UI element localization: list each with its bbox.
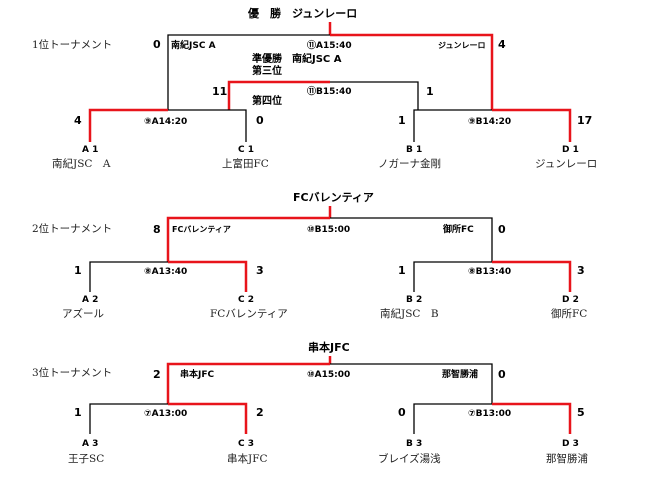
team-slot: C 1 (238, 145, 254, 155)
final-right-branch (330, 363, 493, 404)
tournament-title-2: 2位トーナメント (32, 222, 112, 235)
semi-right-right-score: 17 (577, 114, 592, 127)
final-right-team: 那智勝浦 (442, 368, 478, 380)
team-name: ブレイズ湯浅 (378, 452, 441, 465)
fourth-place-label: 第四位 (252, 94, 282, 107)
tournament-1: 優 勝 ジュンレーロ 1位トーナメント 0 南紀JSC A ⑪A15:40 ジュ… (32, 6, 597, 170)
final-code: ⑩B15:00 (307, 225, 350, 235)
final-left-branch (167, 34, 330, 110)
champion-label-1: 優 勝 ジュンレーロ (247, 6, 357, 20)
team-name: 那智勝浦 (546, 452, 588, 465)
final-right-team: ジュンレーロ (438, 41, 485, 50)
team-name: 御所FC (551, 307, 587, 320)
third-place-label: 第三位 (252, 64, 282, 77)
team-name: 上富田FC (222, 157, 269, 170)
team-name: 南紀JSC B (380, 307, 439, 320)
semi-left-right-score: 3 (256, 264, 264, 277)
semi-right-code: ⑦B13:00 (468, 409, 511, 419)
final-right-team: 御所FC (442, 223, 474, 235)
team-slot: A 2 (82, 295, 98, 305)
final-left-score: 8 (153, 223, 161, 236)
final-code: ⑩A15:00 (307, 370, 350, 380)
final-right-score: 0 (498, 368, 506, 381)
semi-right-right-branch (492, 108, 572, 142)
semi-left-left-branch (88, 108, 168, 142)
semi-left-code: ⑨A14:20 (144, 117, 187, 127)
semi-left-right-branch (168, 402, 248, 434)
team-name: ノガーナ金剛 (378, 157, 441, 170)
team-slot: A 1 (82, 145, 98, 155)
third-match-left-score: 11 (212, 85, 227, 98)
third-match-left-branch (227, 80, 330, 110)
champion-label-2: FCバレンティア (293, 191, 374, 204)
team-name: 王子SC (68, 453, 104, 465)
runner-up-label: 準優勝 南紀JSC A (252, 52, 342, 65)
team-slot: B 1 (406, 145, 422, 155)
final-right-score: 4 (498, 38, 506, 51)
final-left-branch (166, 216, 330, 262)
team-name: ジュンレーロ (535, 158, 597, 170)
semi-left-right-score: 2 (256, 406, 264, 419)
final-right-score: 0 (498, 223, 506, 236)
semi-left-left-branch (89, 403, 168, 434)
champion-label-3: 串本JFC (308, 340, 350, 354)
semi-left-right-branch (168, 260, 248, 292)
semi-right-left-score: 1 (398, 114, 406, 127)
final-left-team: FCバレンティア (172, 225, 231, 234)
semi-right-code: ⑧B13:40 (468, 267, 511, 277)
final-right-branch (330, 33, 494, 110)
semi-right-right-branch (492, 402, 572, 434)
team-slot: C 3 (238, 439, 254, 449)
final-code: ⑪A15:40 (307, 39, 352, 51)
team-slot: B 3 (406, 439, 422, 449)
third-match-code: ⑪B15:40 (307, 85, 352, 97)
semi-right-left-score: 0 (398, 406, 406, 419)
semi-left-left-branch (89, 261, 168, 292)
semi-left-left-score: 4 (74, 114, 82, 127)
semi-right-right-score: 3 (577, 264, 585, 277)
team-slot: D 1 (562, 145, 579, 155)
team-name: 南紀JSC A (52, 157, 111, 170)
tournament-2: FCバレンティア 2位トーナメント 8 FCバレンティア ⑩B15:00 御所F… (32, 191, 587, 320)
semi-left-code: ⑦A13:00 (144, 409, 187, 419)
team-slot: C 2 (238, 295, 254, 305)
third-match-right-score: 1 (426, 85, 434, 98)
final-left-score: 0 (153, 38, 161, 51)
tournament-3: 串本JFC 3位トーナメント 2 串本JFC ⑩A15:00 那智勝浦 0 1 … (32, 340, 588, 465)
semi-right-left-branch (413, 403, 492, 434)
tournament-title-1: 1位トーナメント (32, 38, 112, 51)
final-left-branch (166, 362, 330, 404)
team-slot: A 3 (82, 439, 98, 449)
final-left-team: 串本JFC (180, 368, 214, 380)
semi-right-right-score: 5 (577, 406, 585, 419)
tournament-title-3: 3位トーナメント (32, 366, 112, 379)
third-match-right-branch (330, 81, 419, 110)
semi-left-right-score: 0 (256, 114, 264, 127)
semi-right-left-branch (413, 261, 492, 292)
semi-right-left-score: 1 (398, 264, 406, 277)
final-right-branch (330, 217, 493, 262)
team-name: FCバレンティア (210, 308, 288, 320)
team-slot: B 2 (406, 295, 422, 305)
semi-right-code: ⑨B14:20 (468, 117, 511, 127)
semi-left-code: ⑧A13:40 (144, 267, 187, 277)
semi-right-right-branch (492, 260, 572, 292)
semi-left-left-score: 1 (74, 406, 82, 419)
semi-left-right-branch (168, 109, 247, 142)
final-left-score: 2 (153, 368, 161, 381)
team-slot: D 2 (562, 295, 579, 305)
final-left-team: 南紀JSC A (171, 39, 216, 51)
semi-left-left-score: 1 (74, 264, 82, 277)
semi-right-left-branch (413, 109, 492, 142)
team-name: 串本JFC (227, 452, 268, 465)
team-name: アズール (62, 307, 104, 320)
team-slot: D 3 (562, 439, 579, 449)
